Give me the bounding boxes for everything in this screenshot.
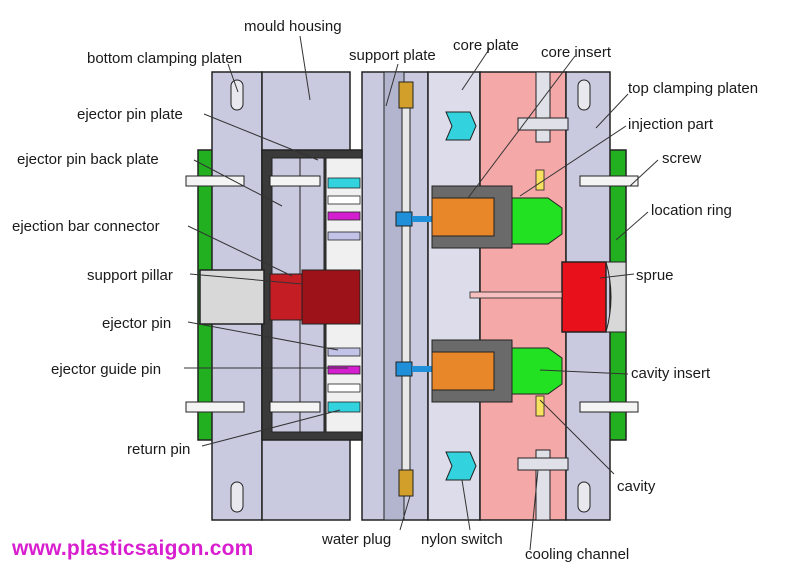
sprue-shape	[561, 261, 607, 333]
injection-part-upper	[511, 197, 563, 245]
pin-bar-1	[327, 177, 361, 189]
guide-slot-3	[577, 79, 591, 111]
pin-bar-5	[327, 347, 361, 357]
nylon-switch-bottom	[445, 451, 477, 481]
label-core-plate: core plate	[453, 37, 519, 54]
leader-sprue	[599, 273, 635, 279]
leader-cavity-insert	[539, 369, 629, 375]
leader-lines	[184, 35, 659, 551]
screw-mid-top	[269, 175, 321, 187]
label-ejection-bar-connector: ejection bar connector	[12, 218, 160, 235]
leader-cooling-channel	[529, 469, 539, 551]
water-tube	[401, 97, 411, 497]
leader-location-ring	[615, 211, 649, 241]
blue-connector-lower	[395, 361, 413, 377]
cooling-channel-bot-h	[517, 457, 569, 471]
label-ejector-pin-back-plate: ejector pin back plate	[17, 151, 159, 168]
label-core-insert: core insert	[541, 44, 612, 61]
leader-screw	[629, 159, 659, 187]
gate-lower	[535, 395, 545, 417]
pin-bar-6	[327, 365, 361, 375]
label-ejector-pin-plate: ejector pin plate	[77, 106, 183, 123]
leader-top-clamping-platen	[595, 93, 629, 129]
gate-upper	[535, 169, 545, 191]
label-mould-housing: mould housing	[244, 18, 342, 35]
website-url: www.plasticsaigon.com	[12, 537, 254, 560]
water-plug-top	[398, 81, 414, 109]
core-insert-lower	[431, 351, 495, 391]
label-return-pin: return pin	[127, 441, 191, 458]
label-top-clamping-platen: top clamping platen	[628, 80, 759, 97]
label-ejector-pin: ejector pin	[102, 315, 172, 332]
screw-right-top	[579, 175, 639, 187]
pin-bar-7	[327, 383, 361, 393]
label-cooling-channel: cooling channel	[525, 546, 630, 563]
leader-cavity	[539, 399, 615, 475]
label-cavity: cavity	[617, 478, 656, 495]
leader-mould-housing	[299, 35, 311, 101]
label-support-pillar: support pillar	[87, 267, 173, 284]
leader-injection-part	[519, 125, 627, 197]
location-ring-shape	[605, 261, 627, 333]
screw-left-bottom	[185, 401, 245, 413]
core-insert-upper	[431, 197, 495, 237]
screw-left-top	[185, 175, 245, 187]
injection-part-lower	[511, 347, 563, 395]
label-screw: screw	[662, 150, 702, 167]
pin-bar-4	[327, 231, 361, 241]
leader-ejector-pin-back-plate	[193, 159, 283, 207]
pin-bar-3	[327, 211, 361, 221]
support-plate-bore	[383, 71, 405, 521]
leader-water-plug	[399, 495, 411, 531]
cooling-channel-top-h	[517, 117, 569, 131]
nylon-switch-top	[445, 111, 477, 141]
blue-connector-upper	[395, 211, 413, 227]
screw-mid-bottom	[269, 401, 321, 413]
label-cavity-insert: cavity insert	[631, 365, 711, 382]
screw-right-bottom	[579, 401, 639, 413]
label-nylon-switch: nylon switch	[421, 531, 503, 548]
ejection-bar-connector-shape	[269, 273, 303, 321]
connector-rod	[301, 269, 361, 325]
support-pillar-shape	[199, 269, 265, 325]
leader-ejector-pin	[187, 321, 339, 351]
leader-bottom-clamping-platen	[227, 63, 239, 93]
pin-bar-2	[327, 195, 361, 205]
leader-nylon-switch	[461, 479, 471, 531]
leader-core-plate	[461, 47, 491, 91]
leader-core-insert	[467, 55, 576, 199]
guide-slot-1	[230, 79, 244, 111]
water-plug-bottom	[398, 469, 414, 497]
leader-ejection-bar-connector	[187, 225, 293, 277]
leader-support-pillar	[189, 273, 303, 285]
label-water-plug: water plug	[322, 531, 392, 548]
guide-slot-2	[230, 481, 244, 513]
label-sprue: sprue	[636, 267, 674, 284]
guide-slot-4	[577, 481, 591, 513]
pin-bar-8	[327, 401, 361, 413]
sprue-runner	[469, 291, 563, 299]
leader-ejector-pin-plate	[203, 113, 319, 161]
label-bottom-clamping-platen: bottom clamping platen	[87, 50, 243, 67]
label-support-plate: support plate	[349, 47, 436, 64]
leader-support-plate	[385, 63, 399, 107]
label-injection-part: injection part	[628, 116, 714, 133]
cooling-channel-top-v	[535, 71, 551, 143]
label-ejector-guide-pin: ejector guide pin	[51, 361, 162, 378]
label-location-ring: location ring	[651, 202, 732, 219]
leader-return-pin	[201, 409, 341, 447]
